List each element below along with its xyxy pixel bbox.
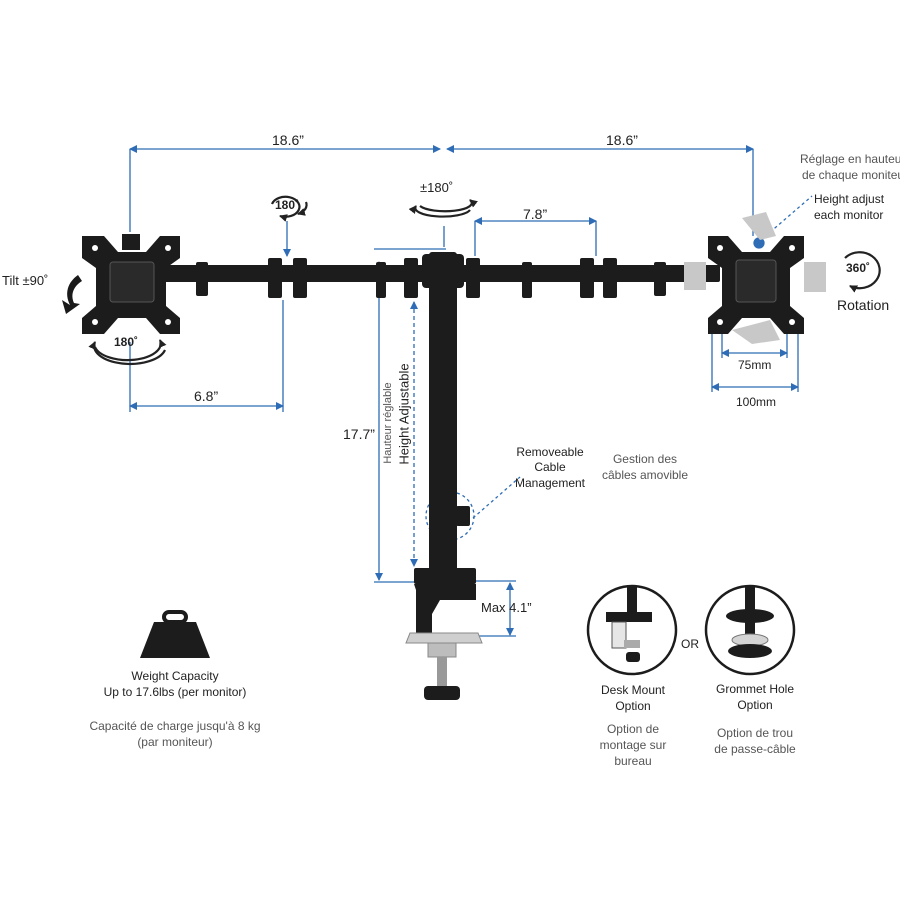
vesa-100-label: 100mm xyxy=(736,395,777,409)
mount-product xyxy=(162,252,720,640)
tilt-label: Tilt ±90˚ xyxy=(2,273,49,288)
weight-fr-1: Capacité de charge jusqu'à 8 kg xyxy=(89,719,261,733)
left-span-label: 18.6” xyxy=(272,132,304,148)
vesa-75-label: 75mm xyxy=(738,358,772,372)
weight-fr-2: (par moniteur) xyxy=(137,735,213,749)
desk-fr-3: bureau xyxy=(614,754,652,768)
cable-fr-2: câbles amovible xyxy=(601,468,689,482)
desk-mount-option xyxy=(586,584,678,676)
right-span-label: 18.6” xyxy=(606,132,638,148)
grommet-mount-option xyxy=(704,584,796,676)
clamp-max-label: Max 4.1” xyxy=(481,600,532,615)
height-adjustable-vertical: Height Adjustable xyxy=(396,363,412,465)
cable-en-1: Removeable xyxy=(516,445,584,459)
arm-segment-label: 7.8” xyxy=(523,206,548,222)
rotation-symbols xyxy=(88,195,881,366)
grommet-fr-2: de passe-câble xyxy=(714,742,796,756)
weight-en-2: Up to 17.6lbs (per monitor) xyxy=(103,685,247,699)
desk-en-1: Desk Mount xyxy=(600,683,666,697)
rotation-label: Rotation xyxy=(837,297,890,313)
clamp-plate xyxy=(405,607,483,700)
clamp-knob xyxy=(424,686,460,700)
grommet-en-2: Option xyxy=(737,698,773,712)
grommet-fr-1: Option de trou xyxy=(716,726,794,740)
pole-height-label: 17.7” xyxy=(343,426,375,442)
center-pole xyxy=(429,252,457,578)
swivel-top-label: ±180˚ xyxy=(420,180,454,195)
clamp-top xyxy=(414,568,476,584)
cable-fr-1: Gestion des xyxy=(612,452,678,466)
desk-fr-1: Option de xyxy=(606,722,660,736)
desk-fr-2: montage sur xyxy=(599,738,667,752)
cable-en-3: Management xyxy=(514,476,586,490)
plate-swivel-label: 180˚ xyxy=(114,335,139,349)
height-adjust-fr-2: de chaque moniteur xyxy=(802,168,900,182)
height-adjust-fr-1: Réglage en hauteur xyxy=(800,152,900,166)
desk-en-2: Option xyxy=(615,699,651,713)
left-offset-label: 6.8” xyxy=(194,388,219,404)
vesa-plate-right xyxy=(708,236,804,334)
or-label: OR xyxy=(681,637,699,651)
hauteur-reglable-vertical: Hauteur réglable xyxy=(382,382,394,464)
weight-icon xyxy=(140,610,210,658)
tilt-arrow-icon xyxy=(62,275,82,314)
dimension-lines xyxy=(129,145,813,637)
weight-en-1: Weight Capacity xyxy=(131,669,219,683)
vesa-plate-right-ghost xyxy=(684,212,826,344)
height-adjust-en-2: each monitor xyxy=(814,208,884,222)
vesa-plate-left xyxy=(82,234,180,334)
arm-pivot-label: 180˚ xyxy=(275,198,300,212)
grommet-en-1: Grommet Hole xyxy=(715,682,795,696)
cable-en-2: Cable xyxy=(534,460,566,474)
height-adjust-en-1: Height adjust xyxy=(814,192,885,206)
rotation-deg-label: 360˚ xyxy=(846,261,871,275)
